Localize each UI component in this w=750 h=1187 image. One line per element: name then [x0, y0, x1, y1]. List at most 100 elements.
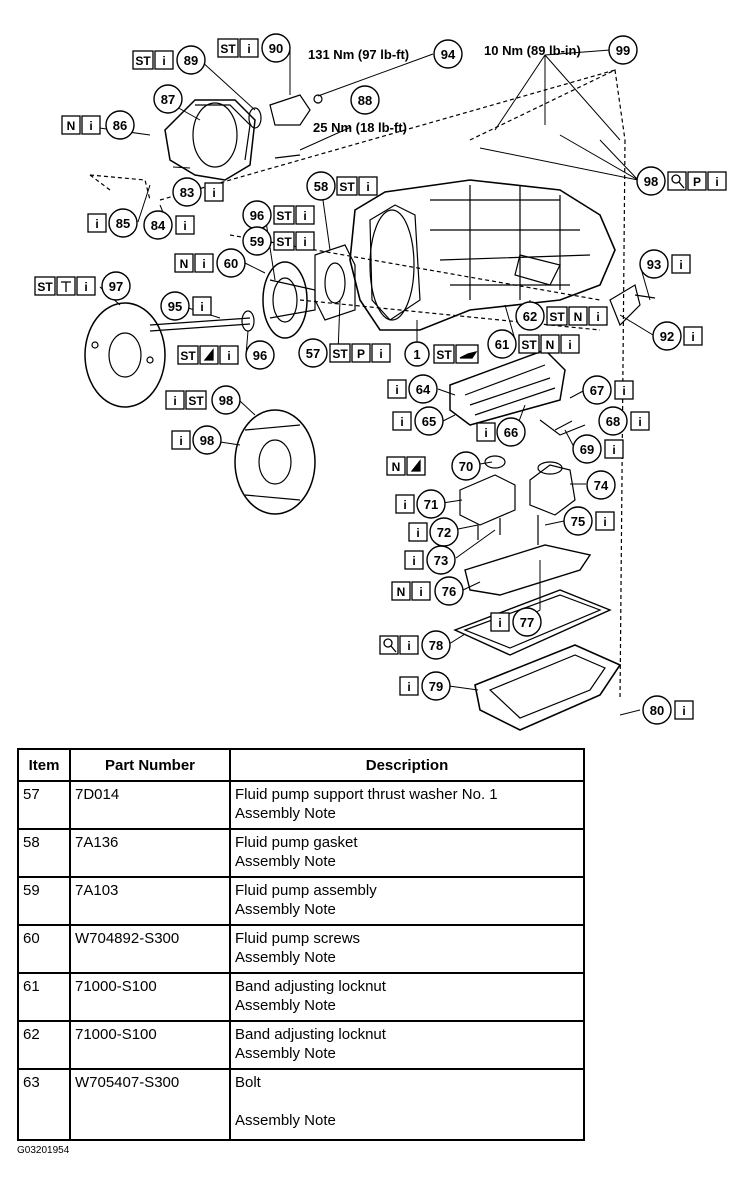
- table-row: 61 71000-S100 Band adjusting locknut Ass…: [17, 972, 585, 1022]
- special-tool-icon: ST: [273, 205, 295, 225]
- callout-92: 95: [160, 291, 190, 321]
- parking-icon: P: [351, 343, 371, 363]
- info-icon: i: [204, 182, 224, 202]
- svg-text:94: 94: [441, 47, 456, 62]
- cell-part-number: W704892-S300: [69, 924, 231, 974]
- description-text: Fluid pump assembly: [235, 882, 377, 899]
- callout-96: 98: [211, 385, 241, 415]
- svg-text:P: P: [357, 347, 365, 361]
- info-icon: i: [239, 38, 259, 58]
- svg-text:59: 59: [250, 234, 264, 249]
- svg-text:57: 57: [306, 346, 320, 361]
- callout-68: 68: [598, 406, 628, 436]
- assembly-note-link[interactable]: Assembly Note: [235, 1045, 336, 1062]
- cell-item: 60: [17, 924, 71, 974]
- description-text: Fluid pump screws: [235, 930, 361, 947]
- svg-text:i: i: [484, 426, 487, 440]
- oil-pan: [474, 644, 622, 731]
- special-tool-icon: ST: [546, 306, 568, 326]
- info-icon: i: [371, 343, 391, 363]
- callout-97: 98: [192, 425, 222, 455]
- svg-text:i: i: [416, 526, 419, 540]
- special-tool-icon: ST: [177, 345, 199, 365]
- info-icon: i: [674, 700, 694, 720]
- svg-text:71: 71: [424, 497, 438, 512]
- svg-text:i: i: [366, 180, 369, 194]
- description-text: Band adjusting locknut: [235, 1026, 386, 1043]
- info-icon: i: [219, 345, 239, 365]
- special-tool-icon: ST: [433, 344, 455, 364]
- inspect-icon: [667, 171, 687, 191]
- torque-spec-86: 25 Nm (18 lb-ft): [313, 120, 407, 135]
- fluid-filter: [464, 544, 592, 596]
- callout-60: 60: [216, 248, 246, 278]
- assembly-note-link[interactable]: Assembly Note: [235, 997, 336, 1014]
- cell-item: 62: [17, 1020, 71, 1070]
- callout-77: 77: [512, 607, 542, 637]
- info-icon: i: [154, 50, 174, 70]
- table-row: 62 71000-S100 Band adjusting locknut Ass…: [17, 1020, 585, 1070]
- band-lever: [609, 284, 656, 327]
- svg-text:89: 89: [184, 53, 198, 68]
- special-tool-icon: ST: [273, 231, 295, 251]
- assembly-note-link[interactable]: Assembly Note: [235, 805, 336, 822]
- new-part-icon: N: [540, 334, 560, 354]
- svg-text:i: i: [622, 384, 625, 398]
- description-text: Fluid pump gasket: [235, 834, 358, 851]
- svg-text:60: 60: [224, 256, 238, 271]
- assembly-note-link[interactable]: Assembly Note: [235, 949, 336, 966]
- svg-text:86: 86: [113, 118, 127, 133]
- info-icon: i: [595, 511, 615, 531]
- info-icon: i: [387, 379, 407, 399]
- callout-86: 88: [350, 85, 380, 115]
- info-icon: i: [165, 390, 185, 410]
- cell-part-number: 71000-S100: [69, 972, 231, 1022]
- table-row: 63 W705407-S300 Bolt Assembly Note: [17, 1068, 585, 1141]
- callout-99: 99: [608, 35, 638, 65]
- callout-59: 59: [242, 226, 272, 256]
- info-icon: i: [404, 550, 424, 570]
- inspect-icon: [379, 635, 399, 655]
- svg-text:i: i: [95, 217, 98, 231]
- lubricate-icon: [406, 456, 426, 476]
- description-text: Bolt: [235, 1074, 261, 1091]
- svg-text:98: 98: [200, 433, 214, 448]
- table-row: 59 7A103 Fluid pump assembly Assembly No…: [17, 876, 585, 926]
- assembly-note-link[interactable]: Assembly Note: [235, 901, 336, 918]
- fluid-pump-assembly: [262, 261, 316, 339]
- callout-72: 72: [429, 517, 459, 547]
- svg-text:76: 76: [442, 584, 456, 599]
- svg-text:i: i: [612, 443, 615, 457]
- reference-lines: [89, 69, 626, 701]
- callout-67: 67: [582, 375, 612, 405]
- svg-text:80: 80: [650, 703, 664, 718]
- callout-65: 65: [414, 406, 444, 436]
- cell-description: Fluid pump screws Assembly Note: [229, 924, 585, 974]
- symbol-icons: ST i ST i N i i i i P i ST i ST i ST i N…: [34, 38, 727, 720]
- assembly-note-link[interactable]: Assembly Note: [235, 853, 336, 870]
- solenoid-body: [459, 455, 516, 540]
- figure-id: G03201954: [17, 1145, 70, 1156]
- svg-text:97: 97: [109, 279, 123, 294]
- new-part-icon: N: [386, 456, 406, 476]
- pan-gasket: [453, 589, 612, 656]
- svg-text:ST: ST: [188, 394, 204, 408]
- svg-text:87: 87: [161, 92, 175, 107]
- svg-text:ST: ST: [135, 54, 151, 68]
- cell-item: 57: [17, 780, 71, 830]
- cell-part-number: 7A136: [69, 828, 231, 878]
- svg-text:i: i: [691, 330, 694, 344]
- svg-text:i: i: [395, 383, 398, 397]
- header-description: Description: [229, 748, 585, 782]
- info-icon: i: [81, 115, 101, 135]
- svg-text:i: i: [303, 235, 306, 249]
- svg-text:i: i: [407, 639, 410, 653]
- callout-95: 97: [101, 271, 131, 301]
- info-icon: i: [560, 334, 580, 354]
- svg-text:61: 61: [495, 337, 509, 352]
- svg-text:i: i: [407, 680, 410, 694]
- svg-text:95: 95: [168, 299, 182, 314]
- svg-text:98: 98: [219, 393, 233, 408]
- assembly-note-link[interactable]: Assembly Note: [235, 1112, 336, 1129]
- info-icon: i: [295, 205, 315, 225]
